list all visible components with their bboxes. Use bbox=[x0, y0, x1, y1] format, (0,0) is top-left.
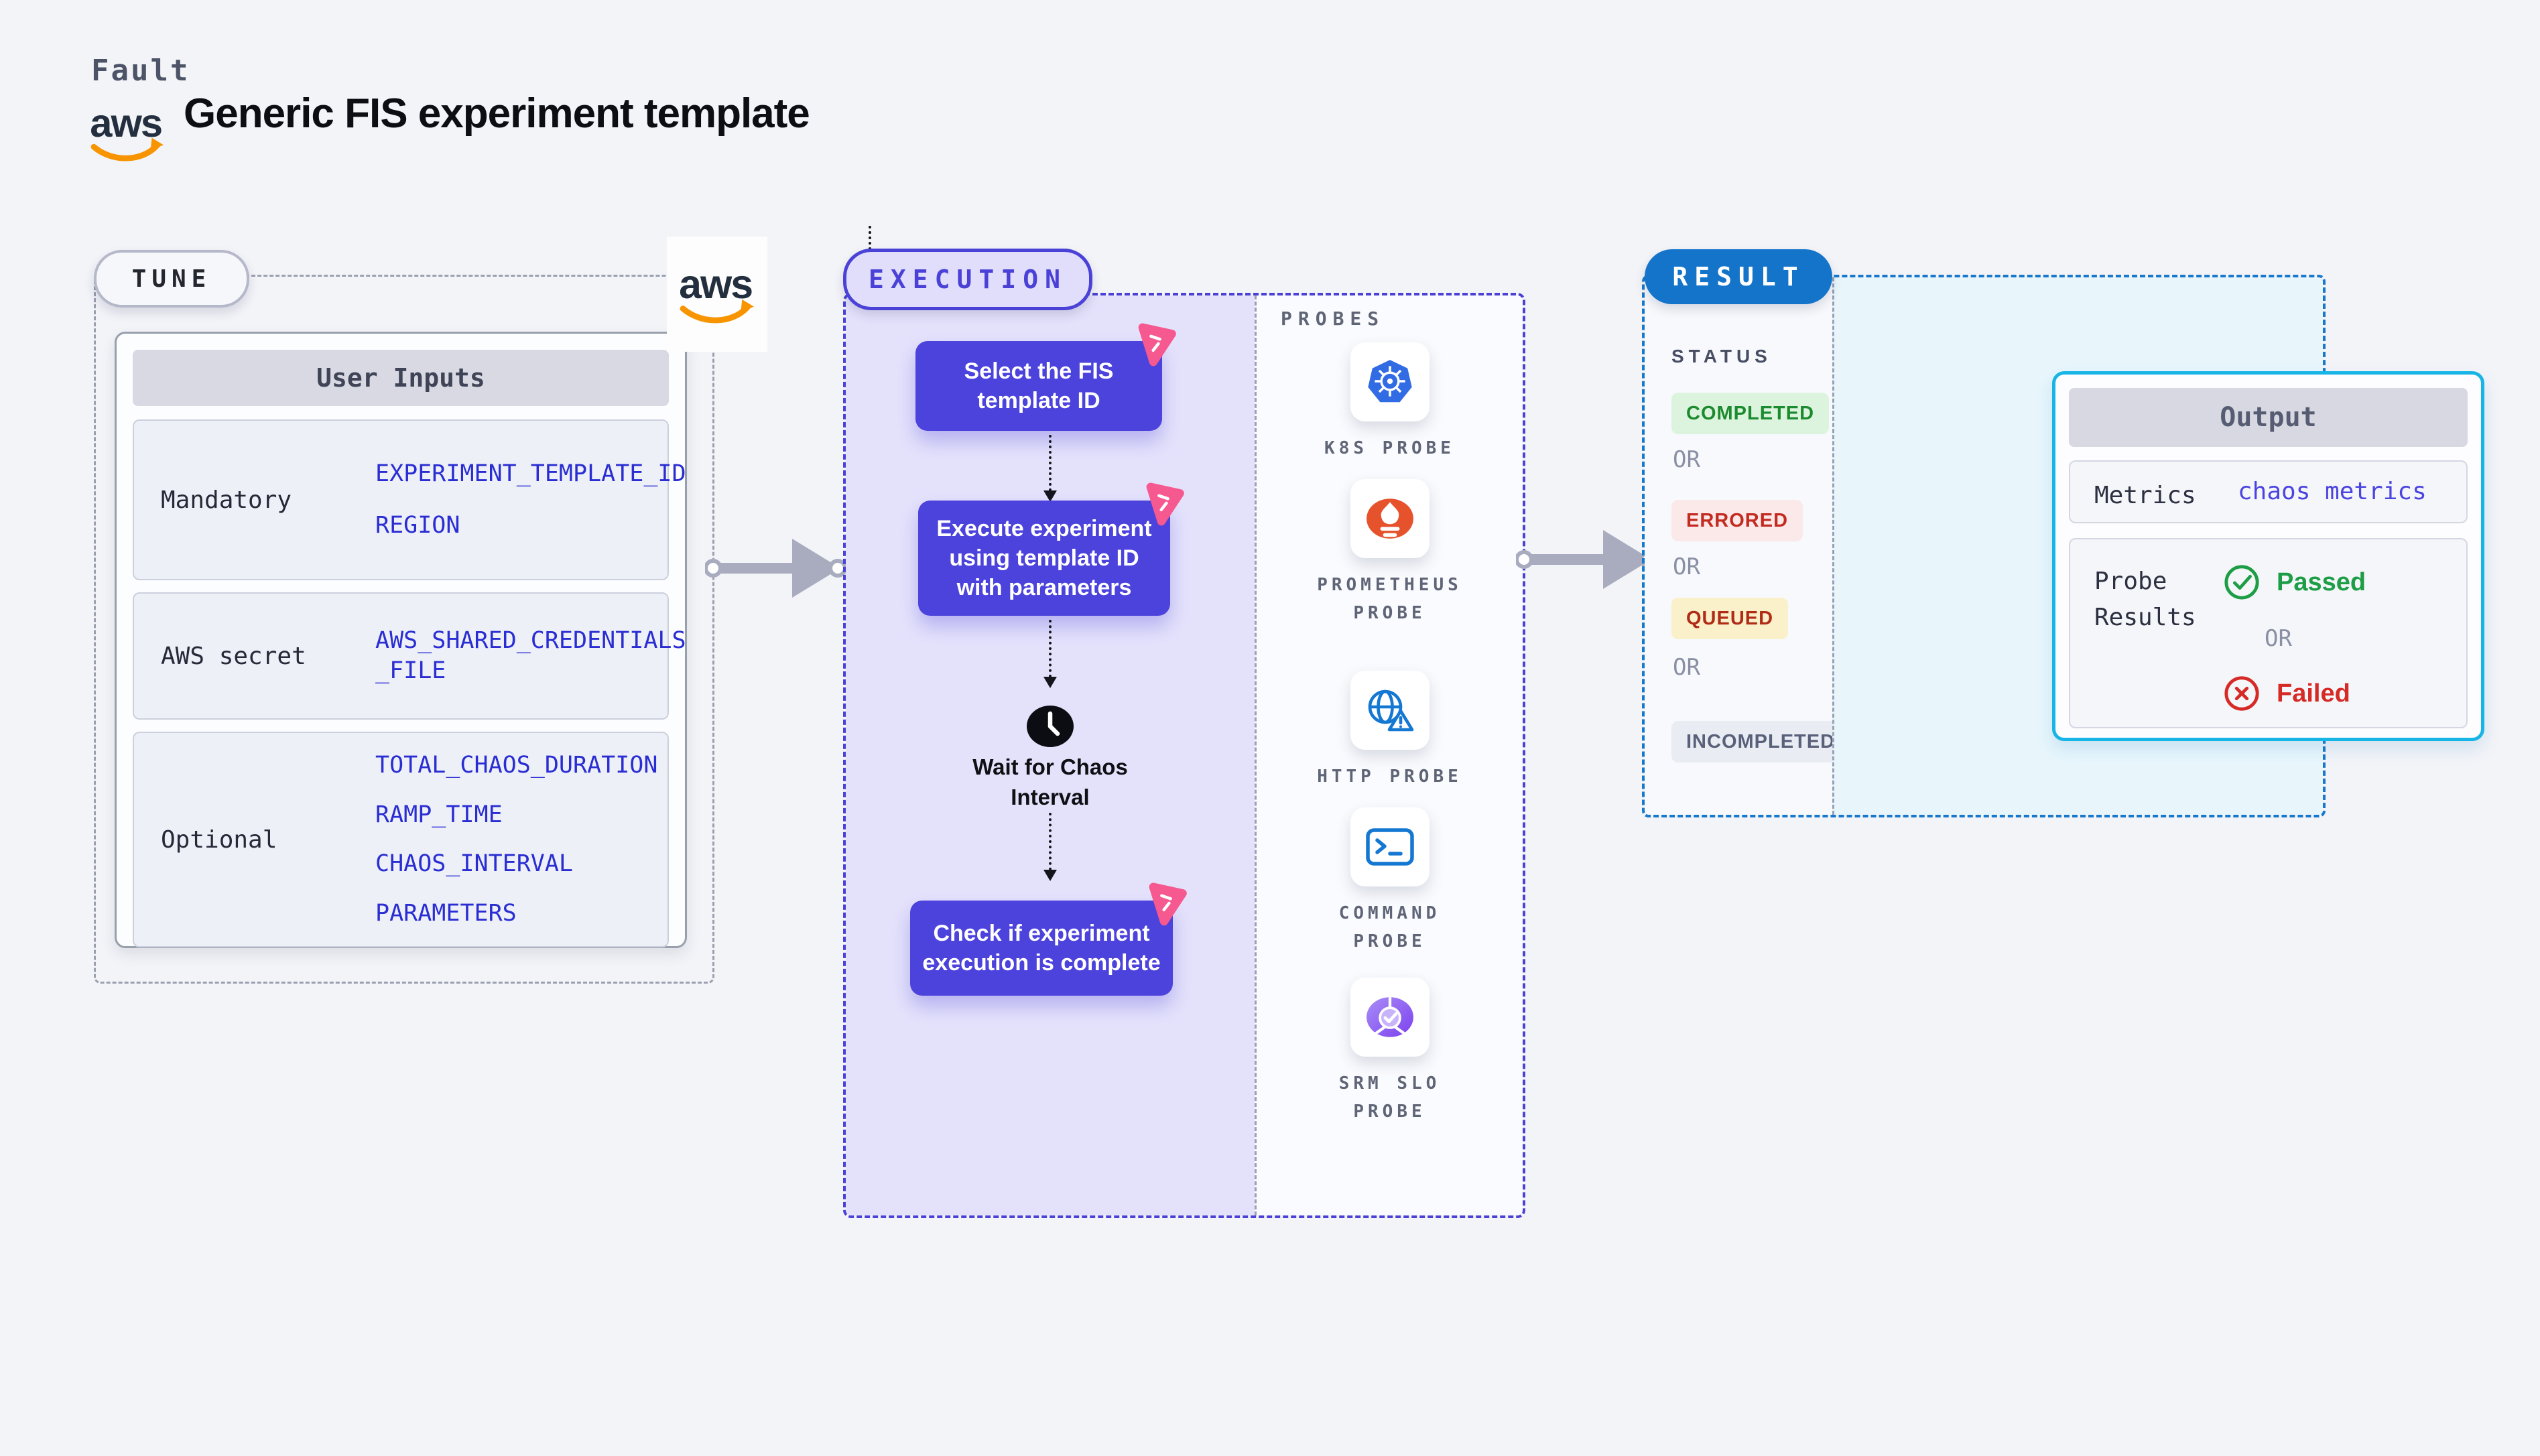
tune-badge: TUNE bbox=[94, 250, 249, 308]
terminal-icon bbox=[1350, 807, 1430, 886]
input-variable: CHAOS_INTERVAL bbox=[375, 850, 574, 877]
svg-text:aws: aws bbox=[679, 261, 752, 307]
probes-title: PROBES bbox=[1281, 308, 1385, 330]
clock-icon bbox=[1025, 704, 1075, 748]
passed-state: Passed bbox=[2223, 564, 2366, 601]
x-circle-icon bbox=[2224, 676, 2259, 711]
output-panel: Output Metrics chaos metrics Probe Resul… bbox=[1832, 277, 2484, 815]
output-card: Output Metrics chaos metrics Probe Resul… bbox=[2052, 371, 2484, 741]
probe-item: HTTP PROBE bbox=[1257, 671, 1523, 791]
metrics-label: Metrics bbox=[2094, 482, 2196, 509]
probe-item: COMMAND PROBE bbox=[1257, 807, 1523, 955]
check-circle-icon bbox=[2224, 565, 2259, 600]
probe-label: PROMETHEUS PROBE bbox=[1317, 575, 1462, 623]
chaos-scenario-icon bbox=[1138, 323, 1176, 367]
row-label: AWS secret bbox=[161, 642, 306, 670]
probes-panel: PROBES K8S PROBE bbox=[1255, 295, 1523, 1215]
result-badge: RESULT bbox=[1645, 249, 1832, 304]
input-variable: RAMP_TIME bbox=[375, 801, 503, 828]
input-variable: TOTAL_CHAOS_DURATION bbox=[375, 752, 658, 779]
failed-state: Failed bbox=[2223, 675, 2366, 712]
status-badge-completed: COMPLETED bbox=[1671, 393, 1830, 434]
or-separator: OR bbox=[1673, 553, 1700, 580]
flow-arrow-icon bbox=[705, 539, 846, 598]
status-badge-queued: QUEUED bbox=[1671, 598, 1789, 639]
step-execute-experiment: Execute experiment using template ID wit… bbox=[918, 482, 1184, 616]
input-variable: REGION bbox=[375, 512, 460, 539]
step-label: Check if experiment execution is complet… bbox=[922, 920, 1161, 976]
failed-label: Failed bbox=[2277, 679, 2350, 708]
connector-arrow bbox=[1043, 620, 1057, 688]
connector-arrow bbox=[1043, 813, 1057, 881]
svg-text:aws: aws bbox=[90, 101, 162, 145]
passed-label: Passed bbox=[2277, 568, 2366, 596]
chaos-scenario-icon bbox=[1146, 482, 1184, 526]
globe-warning-icon bbox=[1350, 671, 1430, 750]
result-section: RESULT STATUS COMPLETED OR ERRORED OR QU… bbox=[1642, 249, 2484, 817]
table-row-optional: Optional TOTAL_CHAOS_DURATION RAMP_TIME … bbox=[133, 732, 669, 947]
table-row-mandatory: Mandatory EXPERIMENT_TEMPLATE_ID REGION bbox=[133, 419, 686, 580]
probe-label: SRM SLO PROBE bbox=[1338, 1073, 1441, 1122]
step-check-complete: Check if experiment execution is complet… bbox=[910, 882, 1187, 996]
probe-label: K8S PROBE bbox=[1324, 438, 1455, 458]
execution-badge: EXECUTION bbox=[843, 249, 1092, 310]
execution-section: EXECUTION Select the FIS template ID Exe… bbox=[843, 226, 1525, 1218]
user-inputs-table: User Inputs Mandatory EXPERIMENT_TEMPLAT… bbox=[115, 332, 687, 948]
input-variable: EXPERIMENT_TEMPLATE_ID bbox=[375, 460, 686, 487]
status-title: STATUS bbox=[1671, 346, 1772, 367]
page-title: Generic FIS experiment template bbox=[184, 90, 810, 137]
probe-item: SRM SLO PROBE bbox=[1257, 978, 1523, 1126]
output-header: Output bbox=[2069, 388, 2468, 447]
probe-label: HTTP PROBE bbox=[1317, 767, 1462, 787]
metrics-value: chaos metrics bbox=[2238, 478, 2427, 505]
row-label: Optional bbox=[161, 825, 277, 854]
aws-logo-icon: aws bbox=[88, 99, 166, 166]
row-label: Mandatory bbox=[161, 486, 292, 514]
wait-step-label: Wait for Chaos Interval bbox=[972, 754, 1128, 809]
probe-results-row: Probe Results Passed OR bbox=[2069, 538, 2468, 728]
brand-wordmark: Fault bbox=[91, 54, 190, 88]
status-badge-incompleted: INCOMPLETED bbox=[1671, 721, 1850, 763]
step-select-template: Select the FIS template ID bbox=[915, 323, 1176, 431]
probe-item: K8S PROBE bbox=[1257, 342, 1523, 463]
or-separator: OR bbox=[2265, 625, 2292, 652]
kubernetes-icon bbox=[1350, 342, 1430, 421]
chaos-scenario-icon bbox=[1149, 882, 1187, 926]
metrics-row: Metrics chaos metrics bbox=[2069, 460, 2468, 523]
user-inputs-header: User Inputs bbox=[133, 350, 669, 406]
probe-item: PROMETHEUS PROBE bbox=[1257, 479, 1523, 627]
prometheus-icon bbox=[1350, 479, 1430, 558]
aws-logo-icon: aws bbox=[667, 237, 767, 352]
or-separator: OR bbox=[1673, 446, 1700, 473]
status-column: STATUS COMPLETED OR ERRORED OR QUEUED OR… bbox=[1645, 277, 1850, 815]
tune-section: TUNE aws User Inputs Mandatory EXPERIMEN… bbox=[94, 237, 767, 984]
execution-flow-panel: Select the FIS template ID Execute exper… bbox=[846, 295, 1255, 1215]
probe-results-label: Probe Results bbox=[2094, 568, 2196, 631]
probe-label: COMMAND PROBE bbox=[1338, 903, 1441, 951]
step-label: Select the FIS template ID bbox=[964, 358, 1114, 413]
step-label: Execute experiment using template ID wit… bbox=[936, 515, 1152, 601]
input-variable: AWS_SHARED_CREDENTIALS_FILE bbox=[375, 626, 686, 685]
connector-arrow bbox=[1043, 435, 1057, 502]
connector-stub bbox=[869, 226, 871, 250]
status-badge-errored: ERRORED bbox=[1671, 500, 1803, 541]
srm-slo-icon bbox=[1350, 978, 1430, 1057]
or-separator: OR bbox=[1673, 654, 1700, 681]
flow-arrow-icon bbox=[1516, 530, 1657, 589]
table-row-aws-secret: AWS secret AWS_SHARED_CREDENTIALS_FILE bbox=[133, 592, 686, 720]
input-variable: PARAMETERS bbox=[375, 899, 517, 927]
